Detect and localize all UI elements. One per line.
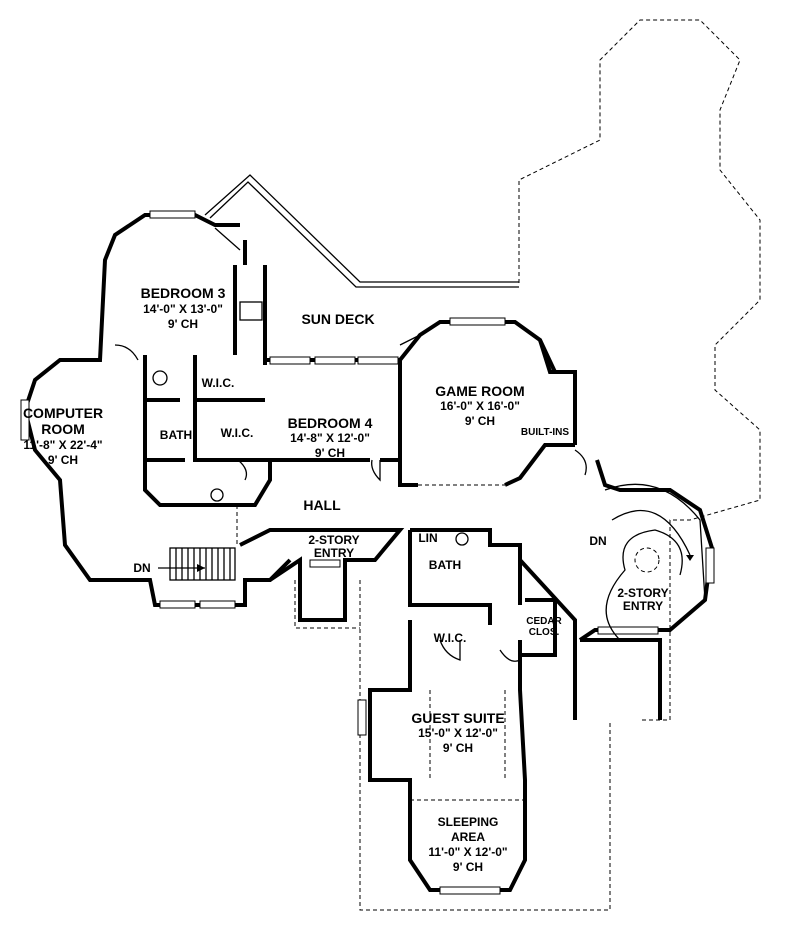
- entry-right-label2: ENTRY: [623, 599, 663, 613]
- stair-left: [158, 547, 236, 581]
- guest-suite-size: 15'-0" X 12'-0": [418, 726, 498, 740]
- built-ins-label: BUILT-INS: [521, 427, 569, 438]
- computer-room-name: COMPUTER: [23, 405, 103, 421]
- stair-right-spiral: [604, 483, 706, 641]
- bath2-label: BATH: [429, 558, 461, 572]
- wall-bedroom3-right: [233, 240, 267, 365]
- bedroom4-size: 14'-8" X 12'-0": [290, 431, 370, 445]
- entry-left-label2: ENTRY: [314, 546, 354, 560]
- windows: [20, 210, 715, 895]
- wall-sundeck-bedroom4: [265, 320, 577, 445]
- stair-right-dn: DN: [589, 534, 606, 548]
- computer-room-ceiling: 9' CH: [48, 453, 78, 467]
- wall-hall-south: [239, 528, 405, 622]
- wall-bath-block: [143, 355, 272, 507]
- bedroom3-name: BEDROOM 3: [141, 285, 226, 301]
- sleeping-size: 11'-0" X 12'-0": [428, 845, 507, 859]
- cedar-label: CEDAR: [526, 616, 562, 627]
- bath1-label: BATH: [160, 428, 192, 442]
- sun-deck-rail: [204, 174, 519, 288]
- bedroom3-size: 14'-0" X 13'-0": [143, 302, 223, 316]
- wall-game-room: [398, 339, 575, 487]
- wall-stair-right: [578, 459, 715, 642]
- hall-label: HALL: [303, 497, 341, 513]
- sleeping-name: SLEEPING: [438, 815, 499, 829]
- computer-room-name2: ROOM: [41, 421, 85, 437]
- sleeping-name2: AREA: [451, 830, 485, 844]
- guest-suite-ceiling: 9' CH: [443, 741, 473, 755]
- entry-left-label: 2-STORY: [308, 533, 359, 547]
- cedar-label2: CLOS.: [529, 627, 560, 638]
- game-room-name: GAME ROOM: [435, 383, 524, 399]
- sleeping-ceiling: 9' CH: [453, 860, 483, 874]
- wall-guest-bath: [368, 528, 577, 892]
- wic2-label: W.I.C.: [221, 426, 254, 440]
- bedroom3-ceiling: 9' CH: [168, 317, 198, 331]
- lin-label: LIN: [418, 531, 437, 545]
- entry-right-label: 2-STORY: [617, 586, 668, 600]
- bedroom4-ceiling: 9' CH: [315, 446, 345, 460]
- computer-room-size: 11'-8" X 22'-4": [23, 438, 102, 452]
- doors: [114, 227, 587, 662]
- sun-deck-label: SUN DECK: [301, 311, 374, 327]
- stair-left-dn: DN: [133, 561, 150, 575]
- game-room-size: 16'-0" X 16'-0": [440, 399, 520, 413]
- guest-suite-name: GUEST SUITE: [411, 710, 504, 726]
- wic1-label: W.I.C.: [202, 376, 235, 390]
- bedroom4-name: BEDROOM 4: [288, 415, 373, 431]
- game-room-ceiling: 9' CH: [465, 414, 495, 428]
- roof-outline: [518, 19, 761, 721]
- wall-cedar: [520, 598, 662, 720]
- wic3-label: W.I.C.: [434, 631, 467, 645]
